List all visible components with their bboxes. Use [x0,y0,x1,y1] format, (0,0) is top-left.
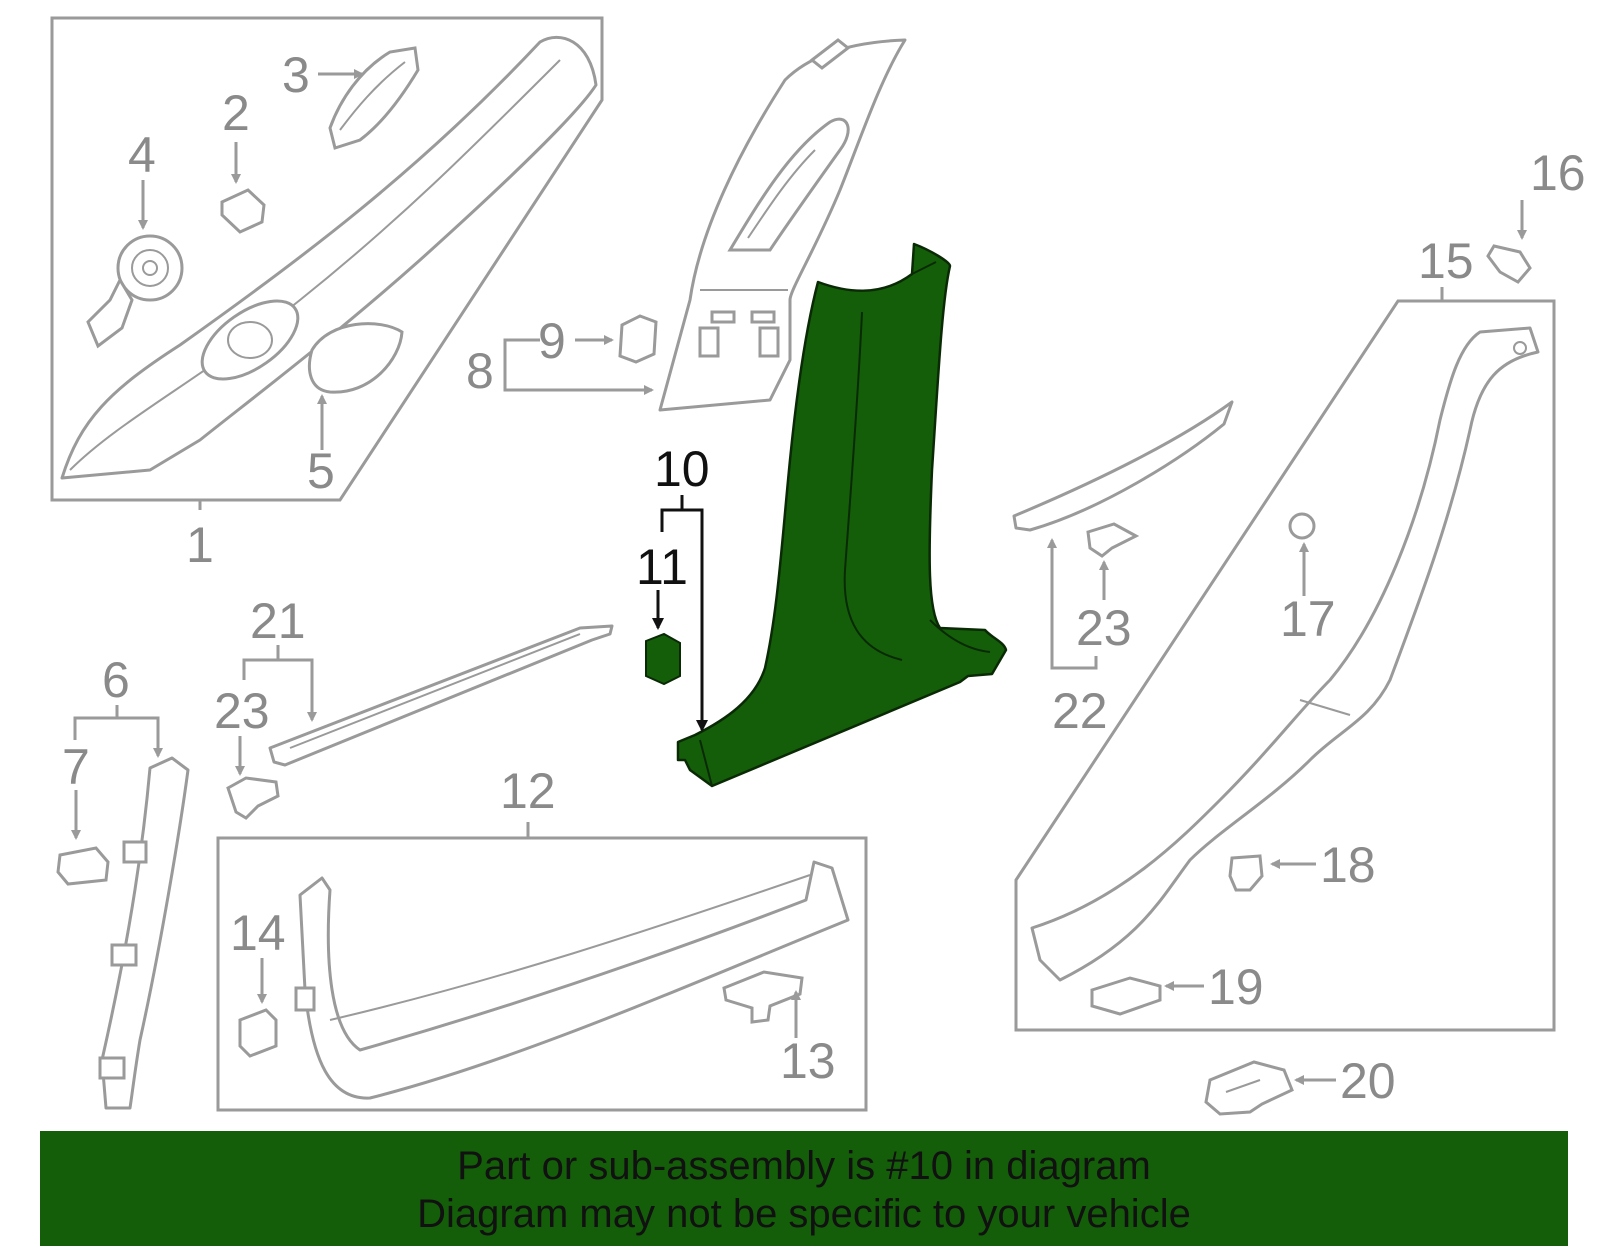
part-19-clip: 19 [1090,959,1264,1016]
group-1-box: 1 [50,16,604,573]
part-17-clip: 17 [1280,512,1336,647]
callout-19: 19 [1208,959,1264,1015]
part-15-c-pillar-trim [1030,326,1540,982]
callout-23-right: 23 [1076,600,1132,656]
callout-23-left: 23 [214,683,270,739]
callout-14: 14 [230,905,286,961]
part-7-clip: 7 [56,739,110,886]
callout-8-group: 8 [466,338,654,399]
part-12-sill-trim [294,860,850,1100]
part-13-clip: 13 [722,970,836,1089]
callout-13: 13 [780,1033,836,1089]
callout-10: 10 [654,441,710,497]
part-2-clip: 2 [220,85,266,234]
a-pillar-trim [60,35,598,480]
callout-12: 12 [500,763,556,819]
part-16-clip: 16 [1486,145,1586,284]
part-18-clip: 18 [1228,837,1376,893]
b-pillar-lower-trim [676,242,1008,788]
callout-5-group: 5 [307,394,335,499]
callout-8: 8 [466,343,494,399]
part-9-clip: 9 [538,313,658,369]
part-6-pillar-strip: 6 [73,652,190,1110]
part-21-scuff-plate: 21 [242,593,614,767]
b-pillar-upper-trim [658,38,907,412]
callout-18: 18 [1320,837,1376,893]
group-12-box: 12 [216,763,868,1112]
part-3-bracket: 3 [282,46,420,150]
part-20-bracket: 20 [1204,1053,1396,1116]
banner-line-1: Part or sub-assembly is #10 in diagram [457,1144,1151,1188]
callout-3: 3 [282,47,310,103]
part-4-speaker: 4 [86,127,184,349]
part-14-clip: 14 [230,905,286,1058]
callout-5: 5 [307,443,335,499]
part-23-clip-left: 23 [214,683,280,820]
callout-1: 1 [186,517,214,573]
part-23-clip-right: 23 [1076,522,1140,656]
part-11-clip: 11 [636,539,688,686]
callout-15: 15 [1418,233,1474,289]
callout-10-group: 10 [654,441,710,732]
group-15-box: 15 [1014,233,1556,1032]
callout-16: 16 [1530,145,1586,201]
banner-line-2: Diagram may not be specific to your vehi… [417,1192,1191,1236]
callout-22: 22 [1052,683,1108,739]
callout-6: 6 [102,652,130,708]
callout-21: 21 [250,593,306,649]
callout-11: 11 [636,539,688,595]
callout-17: 17 [1280,591,1336,647]
callout-20: 20 [1340,1053,1396,1109]
highlighted-part-10 [676,242,1008,788]
part-22-trim-strip: 22 [1012,400,1234,739]
callout-9: 9 [538,313,566,369]
callout-4: 4 [128,127,156,183]
callout-7: 7 [62,739,90,795]
callout-2: 2 [222,85,250,141]
info-banner: Part or sub-assembly is #10 in diagram D… [40,1131,1568,1246]
